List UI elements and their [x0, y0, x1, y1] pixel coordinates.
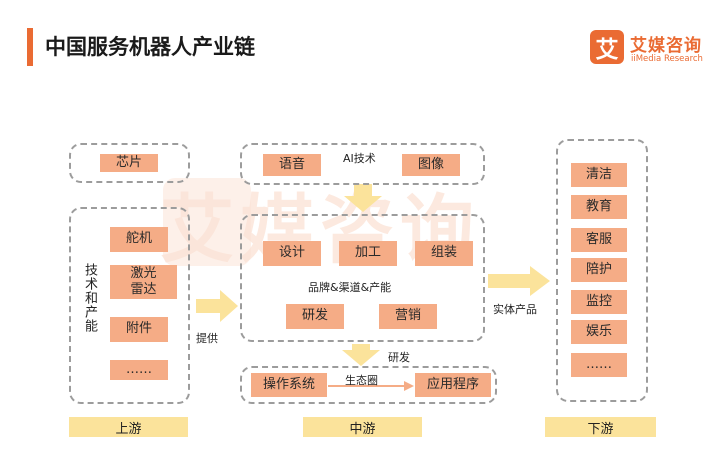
chip-box: 芯片	[100, 154, 158, 172]
brand-logo-icon: 艾	[590, 30, 624, 64]
downstream-item: 客服	[571, 228, 627, 252]
watermark-logo-icon	[163, 178, 251, 266]
brand-name-en: iiMedia Research	[631, 54, 703, 64]
midstream-core-group	[240, 214, 485, 342]
title-accent-bar	[27, 28, 33, 66]
brand-name: 艾媒咨询	[630, 36, 702, 56]
ai-tech-group	[240, 143, 485, 185]
process-item: 加工	[339, 241, 397, 266]
downstream-group	[556, 139, 648, 402]
lower-item: 研发	[286, 304, 344, 329]
downstream-item: 陪护	[571, 258, 627, 282]
ecosystem-item: 操作系统	[251, 373, 327, 397]
downstream-item: 娱乐	[571, 320, 627, 344]
upstream-group	[69, 207, 190, 404]
arrow-upstream-to-midstream-icon	[196, 290, 238, 322]
arrow-ai-to-center-icon	[344, 184, 382, 212]
upstream-side-label: 技术和产能	[82, 263, 97, 333]
downstream-item: ……	[571, 353, 627, 377]
upstream-item: 附件	[110, 317, 168, 342]
downstream-item: 教育	[571, 195, 627, 219]
downstream-item: 监控	[571, 290, 627, 314]
ecosystem-group	[240, 366, 497, 404]
upstream-item: ……	[110, 360, 168, 380]
chip-group	[69, 143, 190, 183]
downstream-footer: 下游	[545, 417, 656, 437]
upstream-footer: 上游	[69, 417, 188, 437]
process-item: 组装	[415, 241, 473, 266]
arrow-midstream-to-downstream-icon	[488, 266, 550, 296]
upstream-item: 激光 雷达	[110, 265, 177, 299]
process-item: 设计	[263, 241, 321, 266]
upstream-item: 舵机	[110, 227, 168, 252]
ai-item: 语音	[263, 154, 321, 176]
provide-label: 提供	[196, 332, 218, 345]
ecosystem-label: 生态圈	[345, 374, 378, 387]
ai-item: 图像	[402, 154, 460, 176]
lower-item: 营销	[379, 304, 437, 329]
ai-tech-label: AI技术	[343, 152, 376, 165]
midstream-footer: 中游	[303, 417, 422, 437]
arrow-os-to-app-icon	[404, 381, 414, 391]
page-title: 中国服务机器人产业链	[45, 35, 255, 59]
brand-channel-label: 品牌&渠道&产能	[308, 281, 392, 294]
downstream-item: 清洁	[571, 163, 627, 187]
product-label: 实体产品	[493, 303, 537, 316]
arrow-center-to-ecosystem-icon	[342, 344, 380, 366]
rd-label: 研发	[388, 351, 410, 364]
ecosystem-item: 应用程序	[415, 373, 491, 397]
